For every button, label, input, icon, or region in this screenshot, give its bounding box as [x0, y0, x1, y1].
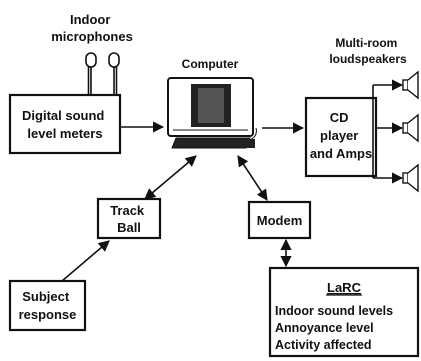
- computer-label: Computer: [182, 57, 239, 71]
- microphone-icon: [85, 52, 97, 95]
- microphone-icon: [108, 52, 120, 95]
- trackball-computer-arrow: [144, 155, 197, 200]
- svg-text:Track Ball: Track Ball: [110, 203, 148, 235]
- modem-box: Modem: [247, 200, 312, 240]
- svg-text:Subject response: Subject response: [19, 289, 77, 322]
- larc-title: LaRC: [327, 280, 362, 295]
- svg-text:Indoor sound levels Anno: Indoor sound levels Annoyance level Acti…: [275, 304, 397, 352]
- subject-response-box: Subject response: [8, 279, 87, 332]
- computer-icon: [167, 77, 257, 149]
- speaker-icon: [402, 113, 419, 143]
- larc-box: LaRC Indoor sound levels Annoyance level…: [268, 266, 420, 358]
- loudspeakers-label: Multi-room loudspeakers: [329, 36, 407, 66]
- microphones-label: Indoor microphones: [51, 12, 133, 44]
- track-ball-box: Track Ball: [96, 197, 162, 240]
- speaker-connections: [372, 79, 404, 184]
- speaker-icon: [402, 70, 419, 100]
- speaker-icon: [402, 163, 419, 193]
- svg-text:Digital sound level mete: Digital sound level meters: [22, 108, 108, 141]
- computer-modem-arrow: [237, 155, 268, 201]
- svg-text:Modem: Modem: [257, 213, 303, 228]
- subject-to-trackball-arrow: [61, 240, 110, 282]
- svg-text:CD player and Amps: CD player and Amps: [310, 110, 372, 161]
- cd-player-box: CD player and Amps: [304, 96, 378, 178]
- sound-level-meters-box: Digital sound level meters: [8, 93, 122, 155]
